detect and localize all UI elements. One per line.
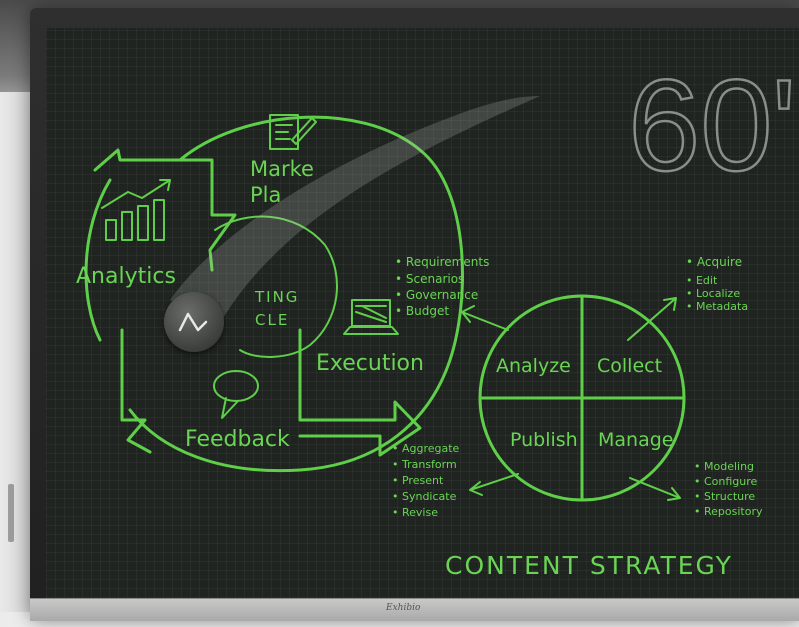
publish-note-5: • Revise bbox=[392, 506, 438, 519]
execution-note-2: • Scenarios bbox=[395, 272, 464, 286]
marketing-label-line2: Pla bbox=[250, 183, 281, 207]
collect-notes: • Acquire • Edit • Localize • Metadata bbox=[686, 255, 748, 313]
manage-note-3: • Structure bbox=[694, 490, 755, 503]
feedback-arrow-outline bbox=[120, 328, 152, 454]
publish-note-4: • Syndicate bbox=[392, 490, 457, 503]
publish-label: Publish bbox=[510, 429, 578, 451]
analyze-arrow bbox=[461, 305, 509, 331]
cycle-center-line1: TING bbox=[254, 288, 299, 306]
publish-note-3: • Present bbox=[392, 474, 444, 487]
manage-label: Manage bbox=[598, 429, 673, 451]
manage-note-1: • Modeling bbox=[694, 460, 754, 473]
cycle-center-line2: CLE bbox=[255, 311, 289, 329]
collect-note-3: • Localize bbox=[686, 287, 740, 300]
bar-chart-icon bbox=[101, 179, 171, 241]
manage-note-2: • Configure bbox=[694, 475, 758, 488]
speech-bubble-icon bbox=[213, 370, 259, 419]
analyze-label: Analyze bbox=[496, 355, 571, 377]
execution-arrow-outline bbox=[298, 328, 422, 457]
execution-notes: • Requirements • Scenarios • Governance … bbox=[395, 255, 489, 318]
publish-note-1: • Aggregate bbox=[392, 442, 460, 455]
display-bezel-bottom bbox=[30, 598, 799, 621]
whiteboard-screen: 60" bbox=[46, 28, 799, 598]
content-strategy-title: CONTENT STRATEGY bbox=[445, 551, 733, 580]
collect-note-1: • Acquire bbox=[686, 255, 742, 269]
analytics-arc bbox=[84, 178, 112, 342]
screen-size-mark: 60" bbox=[628, 52, 799, 198]
marketing-plan-icon bbox=[269, 114, 317, 150]
collect-arrow bbox=[627, 297, 677, 341]
collect-note-4: • Metadata bbox=[686, 300, 748, 313]
chalk-drawing: 60" bbox=[76, 51, 799, 580]
wave-logo-button[interactable] bbox=[164, 292, 224, 352]
publish-note-2: • Transform bbox=[392, 458, 457, 471]
wall-handle bbox=[8, 484, 14, 542]
publish-notes: • Aggregate • Transform • Present • Synd… bbox=[392, 442, 460, 519]
analytics-arrow-outline bbox=[93, 148, 237, 272]
manage-notes: • Modeling • Configure • Structure • Rep… bbox=[694, 460, 763, 518]
collect-label: Collect bbox=[597, 355, 662, 377]
inner-ring bbox=[214, 215, 338, 358]
laptop-icon bbox=[343, 299, 399, 335]
execution-note-1: • Requirements bbox=[395, 255, 489, 269]
manage-arrow bbox=[629, 477, 681, 501]
collect-note-2: • Edit bbox=[686, 274, 718, 287]
execution-note-3: • Governance bbox=[395, 288, 478, 302]
marketing-cycle-circle bbox=[128, 115, 464, 473]
wave-logo-icon bbox=[178, 312, 208, 332]
content-strategy-circle bbox=[478, 294, 686, 502]
feedback-label: Feedback bbox=[185, 427, 290, 452]
manage-note-4: • Repository bbox=[694, 505, 763, 518]
execution-label: Execution bbox=[316, 351, 424, 376]
execution-note-4: • Budget bbox=[395, 304, 449, 318]
brand-logo: Exhibio bbox=[386, 603, 421, 613]
analytics-label: Analytics bbox=[76, 264, 176, 289]
swoosh-overlay bbox=[170, 96, 540, 320]
marketing-label-line1: Marke bbox=[250, 157, 314, 181]
publish-arrow bbox=[469, 473, 519, 496]
